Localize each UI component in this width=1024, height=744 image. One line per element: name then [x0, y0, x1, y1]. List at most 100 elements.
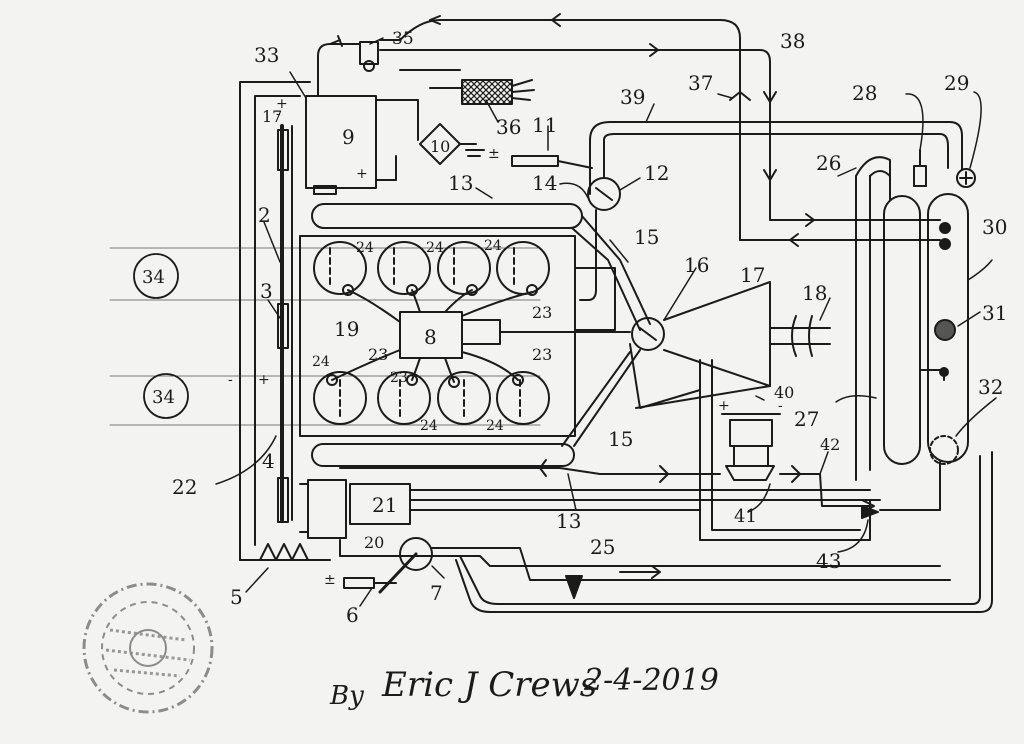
label-20: 20	[364, 533, 384, 552]
label-26: 26	[816, 151, 841, 175]
label-12: 12	[644, 161, 669, 185]
label-3: 3	[260, 279, 273, 303]
reference-numerals: 33 35 36 11 17 9 10 12 14 13 37 38 39 28…	[172, 29, 1007, 627]
svg-text:±: ±	[324, 572, 336, 588]
label-2: 2	[258, 203, 271, 227]
tank-30	[919, 193, 969, 463]
label-10: 10	[430, 137, 450, 156]
label-23-b: 23	[368, 345, 388, 364]
cylinders-bottom-row	[313, 371, 550, 425]
label-37: 37	[688, 71, 713, 95]
label-15-bottom: 15	[608, 427, 633, 451]
label-4: 4	[262, 449, 275, 473]
label-27: 27	[794, 407, 819, 431]
belt-2-3	[277, 124, 293, 523]
sensor-32	[929, 435, 959, 465]
alternator-20	[299, 479, 347, 539]
label-23-c: 23	[532, 345, 552, 364]
label-23-a: 23	[532, 303, 552, 322]
label-23-d: 23	[390, 370, 408, 386]
shaft-18	[769, 315, 831, 357]
label-17-left: 17	[262, 107, 282, 126]
bottom-return-pipes	[339, 451, 993, 613]
top-wiring	[317, 13, 941, 247]
signature-block: By Eric J Crews 2-4-2019	[329, 663, 719, 711]
svg-text:±: ±	[488, 146, 500, 162]
label-43: 43	[816, 549, 841, 573]
label-15-top: 15	[634, 225, 659, 249]
label-24-d: 24	[312, 354, 330, 370]
notary-stamp	[82, 582, 214, 714]
label-36: 36	[496, 115, 521, 139]
svg-text:+: +	[276, 96, 288, 112]
pipes-14-15	[561, 209, 651, 447]
left-wiring-frame	[239, 81, 331, 561]
generator-21	[349, 483, 881, 525]
return-line-43	[699, 359, 941, 541]
label-6: 6	[346, 603, 359, 627]
label-33: 33	[254, 43, 279, 67]
label-9: 9	[342, 125, 355, 149]
label-38: 38	[780, 29, 805, 53]
switch-35	[329, 35, 379, 72]
label-11: 11	[532, 113, 557, 137]
filter-36	[429, 79, 535, 105]
pump-7	[378, 537, 951, 594]
svg-text:-: -	[778, 398, 783, 414]
label-24-b: 24	[426, 240, 444, 256]
manifold-bottom-13	[311, 443, 575, 467]
label-8: 8	[424, 325, 437, 349]
label-22: 22	[172, 475, 197, 499]
component-6	[343, 577, 397, 589]
label-30: 30	[982, 215, 1007, 239]
label-39: 39	[620, 85, 645, 109]
label-14: 14	[532, 171, 557, 195]
battery-9	[305, 95, 419, 195]
polarity-marks: +- + ± -+ ± + -	[228, 96, 783, 588]
pipe-39	[589, 121, 963, 195]
pump-12	[587, 177, 621, 211]
spring-5	[259, 543, 309, 561]
label-29: 29	[944, 71, 969, 95]
label-5: 5	[230, 585, 243, 609]
label-34-top: 34	[142, 267, 165, 288]
label-24-f: 24	[486, 418, 504, 434]
label-31: 31	[982, 301, 1007, 325]
label-25: 25	[590, 535, 615, 559]
label-21: 21	[372, 493, 397, 517]
housing-17	[629, 281, 771, 409]
label-17: 17	[740, 263, 765, 287]
label-16: 16	[684, 253, 709, 277]
controller-8	[331, 289, 631, 383]
leader-lines	[215, 37, 997, 607]
pump-unit-40-41	[339, 413, 875, 513]
label-34-bottom: 34	[152, 387, 175, 408]
label-35: 35	[392, 29, 414, 49]
label-24-e: 24	[420, 418, 438, 434]
label-18: 18	[802, 281, 827, 305]
label-24-c: 24	[484, 238, 502, 254]
label-41: 41	[734, 506, 757, 527]
svg-text:+: +	[718, 398, 730, 414]
radiator-27	[855, 156, 921, 481]
label-42: 42	[820, 435, 840, 454]
label-19: 19	[334, 317, 359, 341]
label-24-a: 24	[356, 240, 374, 256]
label-13-bottom: 13	[556, 509, 581, 533]
sensor-28	[913, 149, 927, 187]
signature-by: By	[329, 681, 364, 711]
svg-text:+: +	[258, 372, 270, 388]
label-40: 40	[774, 383, 794, 402]
signature-date: 2-4-2019	[583, 663, 719, 698]
label-32: 32	[978, 375, 1003, 399]
signature-name: Eric J Crews	[381, 665, 597, 705]
svg-text:-: -	[276, 106, 281, 122]
circled-labels-34: 34 34	[133, 253, 189, 419]
svg-text:+: +	[356, 166, 368, 182]
turbine-16	[631, 317, 665, 351]
component-11	[511, 155, 593, 169]
label-7: 7	[430, 581, 443, 605]
valve-25	[565, 565, 661, 599]
